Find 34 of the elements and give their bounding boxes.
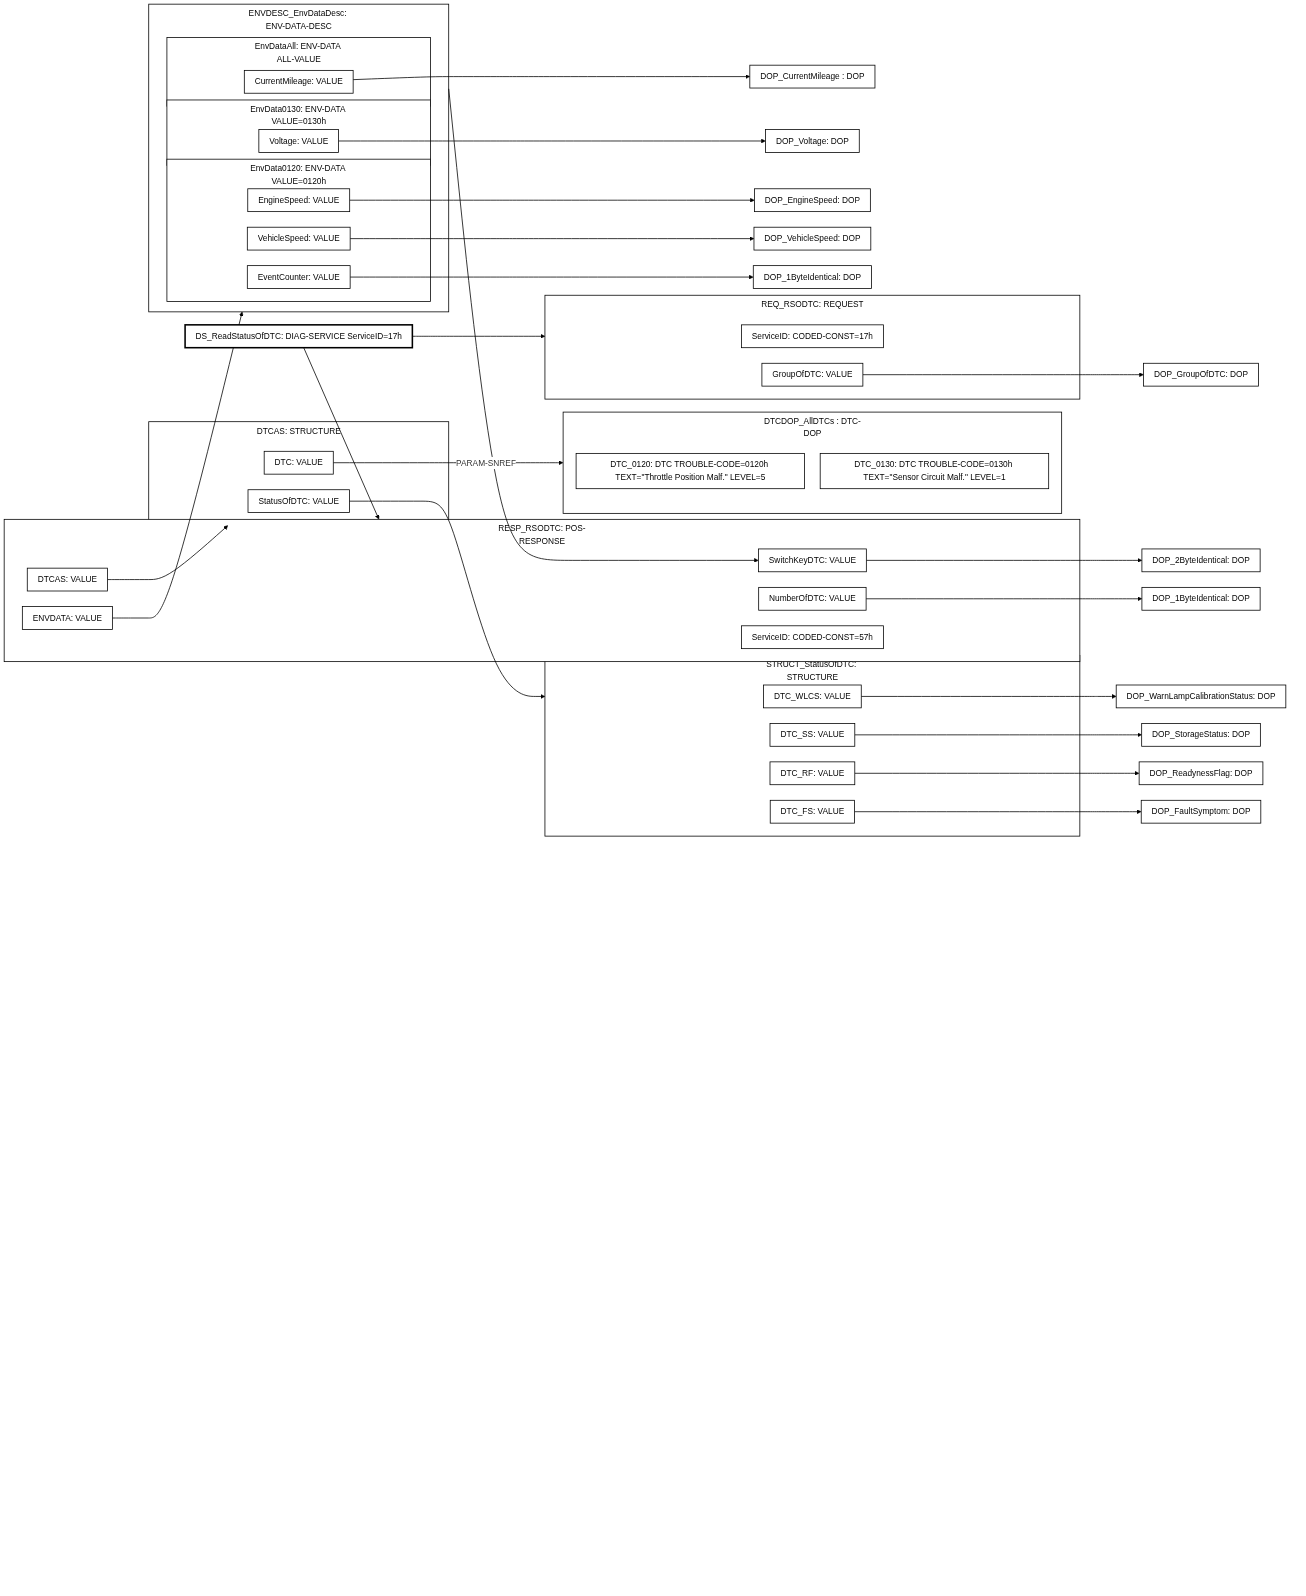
node-box: Voltage: VALUE xyxy=(258,129,339,153)
node-box: DTC_RF: VALUE xyxy=(769,761,856,786)
node-box: DOP_Voltage: DOP xyxy=(765,129,860,153)
node-box: DOP_GroupOfDTC: DOP xyxy=(1143,362,1259,387)
node-box: SwitchKeyDTC: VALUE xyxy=(758,548,867,573)
node-box: ServiceID: CODED-CONST=17h xyxy=(741,324,884,349)
node-box: GroupOfDTC: VALUE xyxy=(761,362,864,387)
node-box: DOP_WarnLampCalibrationStatus: DOP xyxy=(1115,684,1287,709)
node-box: CurrentMileage: VALUE xyxy=(243,70,354,94)
node-box: DOP_StorageStatus: DOP xyxy=(1141,723,1261,747)
node-box: DOP_ReadynessFlag: DOP xyxy=(1138,761,1264,786)
node-box: DOP_CurrentMileage : DOP xyxy=(749,64,876,89)
node-box: DTC_0120: DTC TROUBLE-CODE=0120h TEXT="Throttle Position Malf." LEVEL=5 xyxy=(575,453,805,490)
edge-label: PARAM-SNREF xyxy=(456,458,516,468)
node-box: NumberOfDTC: VALUE xyxy=(758,587,867,611)
node-box: VehicleSpeed: VALUE xyxy=(246,226,351,251)
node-box: ServiceID: CODED-CONST=57h xyxy=(741,625,884,650)
node-box: EventCounter: VALUE xyxy=(246,265,351,289)
node-box: DTC_FS: VALUE xyxy=(769,799,855,824)
node-box: DTC_0130: DTC TROUBLE-CODE=0130h TEXT="Sensor Circuit Malf." LEVEL=1 xyxy=(819,453,1050,490)
node-box: DOP_1ByteIdentical: DOP xyxy=(752,265,872,289)
node-box: EngineSpeed: VALUE xyxy=(247,188,351,212)
node-box: DOP_VehicleSpeed: DOP xyxy=(753,226,872,251)
node-box: DTCAS: VALUE xyxy=(26,567,108,592)
node-box: DTC_WLCS: VALUE xyxy=(763,684,862,709)
node-box: DS_ReadStatusOfDTC: DIAG-SERVICE ServiceID=17h xyxy=(184,324,414,349)
node-box: DTC_SS: VALUE xyxy=(769,723,856,747)
node-box: StatusOfDTC: VALUE xyxy=(247,489,350,513)
node-box: DOP_2ByteIdentical: DOP xyxy=(1141,548,1261,573)
node-box: DOP_EngineSpeed: DOP xyxy=(754,188,871,212)
node-box: DOP_FaultSymptom: DOP xyxy=(1140,799,1262,824)
node-box: DTC: VALUE xyxy=(263,450,334,475)
node-box: ENVDATA: VALUE xyxy=(21,606,113,630)
node-box: DOP_1ByteIdentical: DOP xyxy=(1141,587,1261,611)
